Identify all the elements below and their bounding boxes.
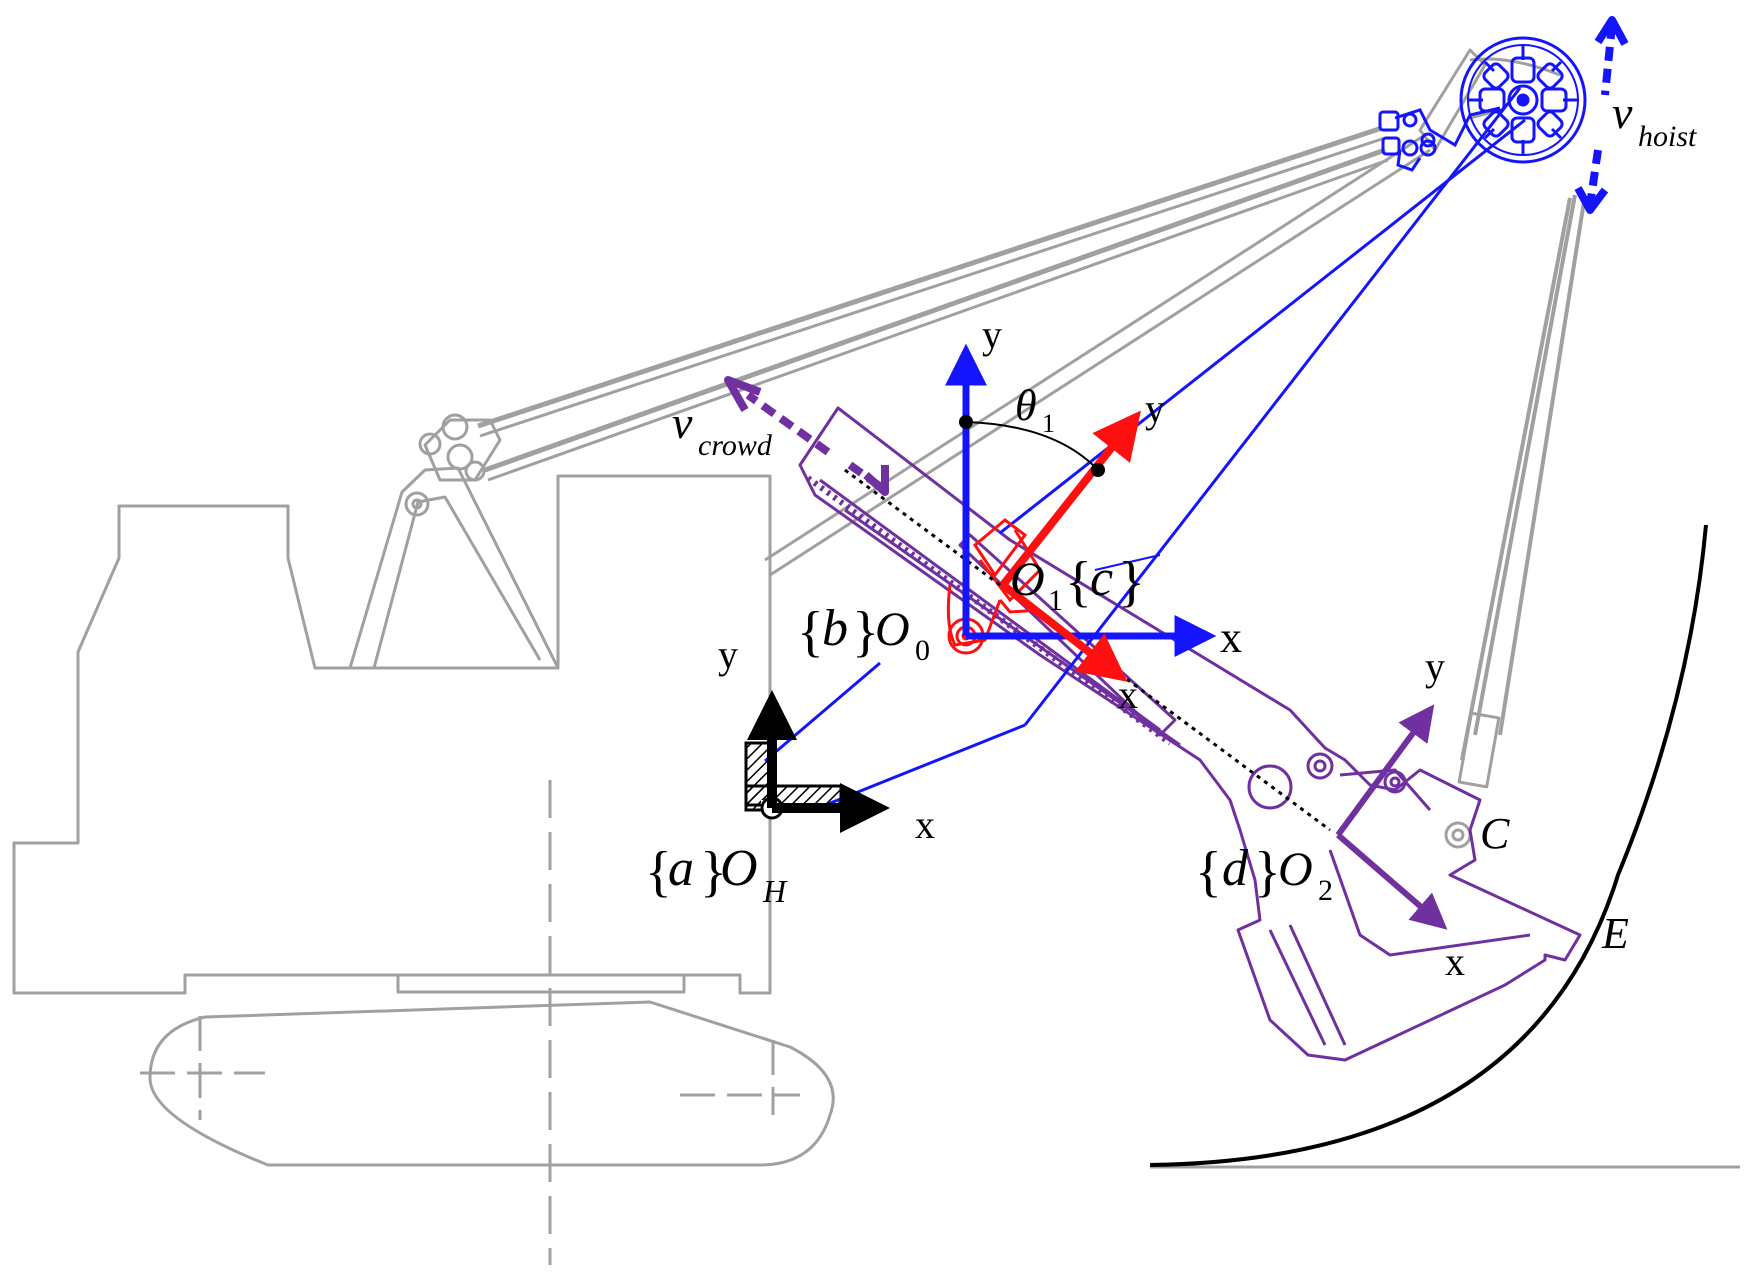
- machine-body: [12, 48, 1740, 1265]
- frame-c-label: O 1 { c }: [1010, 550, 1145, 617]
- frame-c-origin: O: [1010, 553, 1045, 606]
- frame-c-brace-open: {: [1065, 551, 1092, 613]
- frame-c-x-axis: [1000, 581, 1128, 682]
- frame-d-origin-sub: 2: [1318, 874, 1333, 907]
- digging-trajectory: [1149, 524, 1708, 1167]
- v-hoist-sub: hoist: [1638, 120, 1697, 153]
- frame-b-origin: O: [875, 603, 910, 656]
- turntable: [396, 975, 686, 994]
- theta-angle: [959, 415, 1105, 477]
- frame-c-axes: [999, 410, 1141, 682]
- frame-b-label: { b } O 0: [797, 600, 930, 667]
- theta-label: θ: [1015, 381, 1037, 430]
- frame-a-axes: [744, 690, 890, 833]
- hoist-rope: [1460, 194, 1587, 761]
- frame-a-origin-sub: H: [762, 873, 788, 909]
- frame-a-brace-close: }: [700, 841, 727, 903]
- a-frame: [348, 466, 560, 669]
- hoist-geometry: [764, 36, 1587, 810]
- pendant-cable-upper: [477, 125, 1383, 429]
- point-c-label: C: [1480, 809, 1510, 858]
- frame-c-letter: c: [1090, 550, 1113, 607]
- boom: [764, 133, 1431, 577]
- v-hoist-label: v: [1612, 87, 1633, 138]
- frame-d-origin: O: [1278, 843, 1313, 896]
- crowd-velocity-arrow: [724, 376, 889, 496]
- boom-link-upper: [764, 118, 1526, 763]
- dipper-handle-outline: [798, 406, 1582, 1062]
- frame-d-letter: d: [1222, 840, 1249, 897]
- frame-c-origin-sub: 1: [1048, 584, 1063, 617]
- frame-d-brace-open: {: [1195, 841, 1222, 903]
- frame-a-letter: a: [668, 840, 694, 897]
- frame-d-label: { d } O 2: [1195, 840, 1333, 907]
- frame-d-x-axis: [1336, 832, 1448, 930]
- hoist-sheave: [1459, 36, 1587, 164]
- crawler-track: [148, 1000, 835, 1167]
- crowd-centerline: [844, 468, 1331, 832]
- frame-b-letter: b: [822, 600, 848, 657]
- pendant-cable-lower: [484, 147, 1386, 473]
- frame-b-brace-open: {: [797, 601, 824, 663]
- frame-b-x-label: x: [1220, 613, 1242, 662]
- theta-sub: 1: [1042, 409, 1055, 438]
- frame-c-brace-close: }: [1118, 551, 1145, 613]
- frame-d-brace-close: }: [1254, 841, 1281, 903]
- point-e-label: E: [1601, 909, 1629, 958]
- dipper-handle: [798, 406, 1582, 1062]
- frame-a-origin: O: [720, 840, 758, 897]
- frame-a-x-label: x: [915, 802, 935, 847]
- frame-d-y-label: y: [1425, 644, 1445, 689]
- frame-c-y-label: y: [1145, 386, 1165, 431]
- frame-d-axes: [1335, 704, 1448, 930]
- house-outline: [12, 474, 772, 995]
- frame-d-y-axis: [1335, 704, 1435, 837]
- frame-a-y-label: y: [718, 632, 738, 677]
- frame-c-x-label: x: [1118, 672, 1138, 717]
- frame-a-brace-open: {: [645, 841, 672, 903]
- frame-a-label: { a } O H: [645, 840, 788, 909]
- v-crowd-sub: crowd: [698, 429, 773, 462]
- hoist-velocity-arrow: [1574, 16, 1629, 214]
- frame-d-x-label: x: [1445, 939, 1465, 984]
- frame-c-y-axis: [999, 410, 1141, 588]
- frame-b-origin-sub: 0: [915, 634, 930, 667]
- frame-b-y-label: y: [982, 312, 1002, 357]
- v-crowd-label: v: [672, 397, 693, 448]
- frame-b-brace-close: }: [852, 601, 879, 663]
